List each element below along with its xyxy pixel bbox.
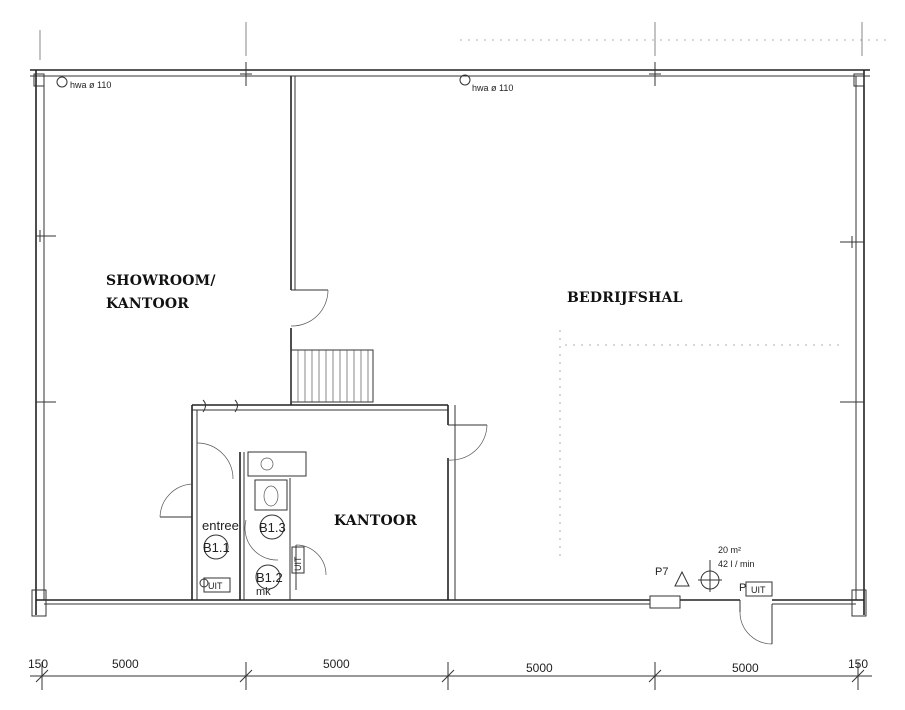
b11-label: B1.1 [203, 540, 230, 555]
dim-span-2: 5000 [323, 657, 350, 671]
hwa-drain-left: hwa ø 110 [56, 76, 111, 90]
exit-sign-left: UIT [199, 577, 231, 593]
code-b12: B1.2 mk [255, 564, 283, 598]
entree-area [159, 442, 327, 600]
code-b13: B1.3 [259, 514, 286, 540]
hwa-right-label: hwa ø 110 [472, 83, 513, 93]
fire-equipment: P7 20 m² 42 l / min [655, 545, 755, 592]
area-label: 20 m² [718, 545, 741, 555]
scan-artifacts [460, 39, 890, 560]
dimension-line: 150 5000 5000 5000 5000 150 [28, 657, 872, 690]
partition-wall [290, 76, 296, 405]
column-marks [36, 62, 864, 403]
exit-sign-right: P UIT [739, 581, 773, 645]
flow-label: 42 l / min [718, 559, 755, 569]
dim-edge-right: 150 [848, 657, 868, 671]
p-label: P [739, 582, 746, 594]
showroom-label-line2: KANTOOR [106, 296, 189, 312]
uit-vertical-label: UIT [293, 556, 303, 571]
code-b11: B1.1 [203, 534, 230, 560]
dim-edge-left: 150 [28, 657, 48, 671]
entree-label: entree [202, 518, 239, 533]
p7-label: P7 [655, 566, 668, 578]
outer-walls [30, 69, 870, 617]
dim-span-3: 5000 [526, 661, 553, 675]
overhead-door [649, 595, 681, 609]
uit-right-label: UIT [751, 585, 766, 595]
b13-label: B1.3 [259, 520, 286, 535]
kantoor-label: KANTOOR [334, 513, 417, 529]
mk-label: mk [256, 586, 271, 598]
hwa-drain-right: hwa ø 110 [459, 74, 513, 93]
b12-label: B1.2 [256, 570, 283, 585]
hwa-left-label: hwa ø 110 [70, 80, 111, 90]
dim-span-1: 5000 [112, 657, 139, 671]
grid-ticks [39, 22, 863, 60]
partition-door [290, 289, 329, 327]
uit-left-label: UIT [208, 581, 223, 591]
office-block [191, 399, 488, 600]
stair [290, 349, 374, 403]
showroom-label-line1: SHOWROOM/ [106, 273, 216, 289]
bedrijfshal-label: BEDRIJFSHAL [567, 290, 683, 306]
dim-span-4: 5000 [732, 661, 759, 675]
exit-sign-vertical: UIT [291, 546, 305, 574]
